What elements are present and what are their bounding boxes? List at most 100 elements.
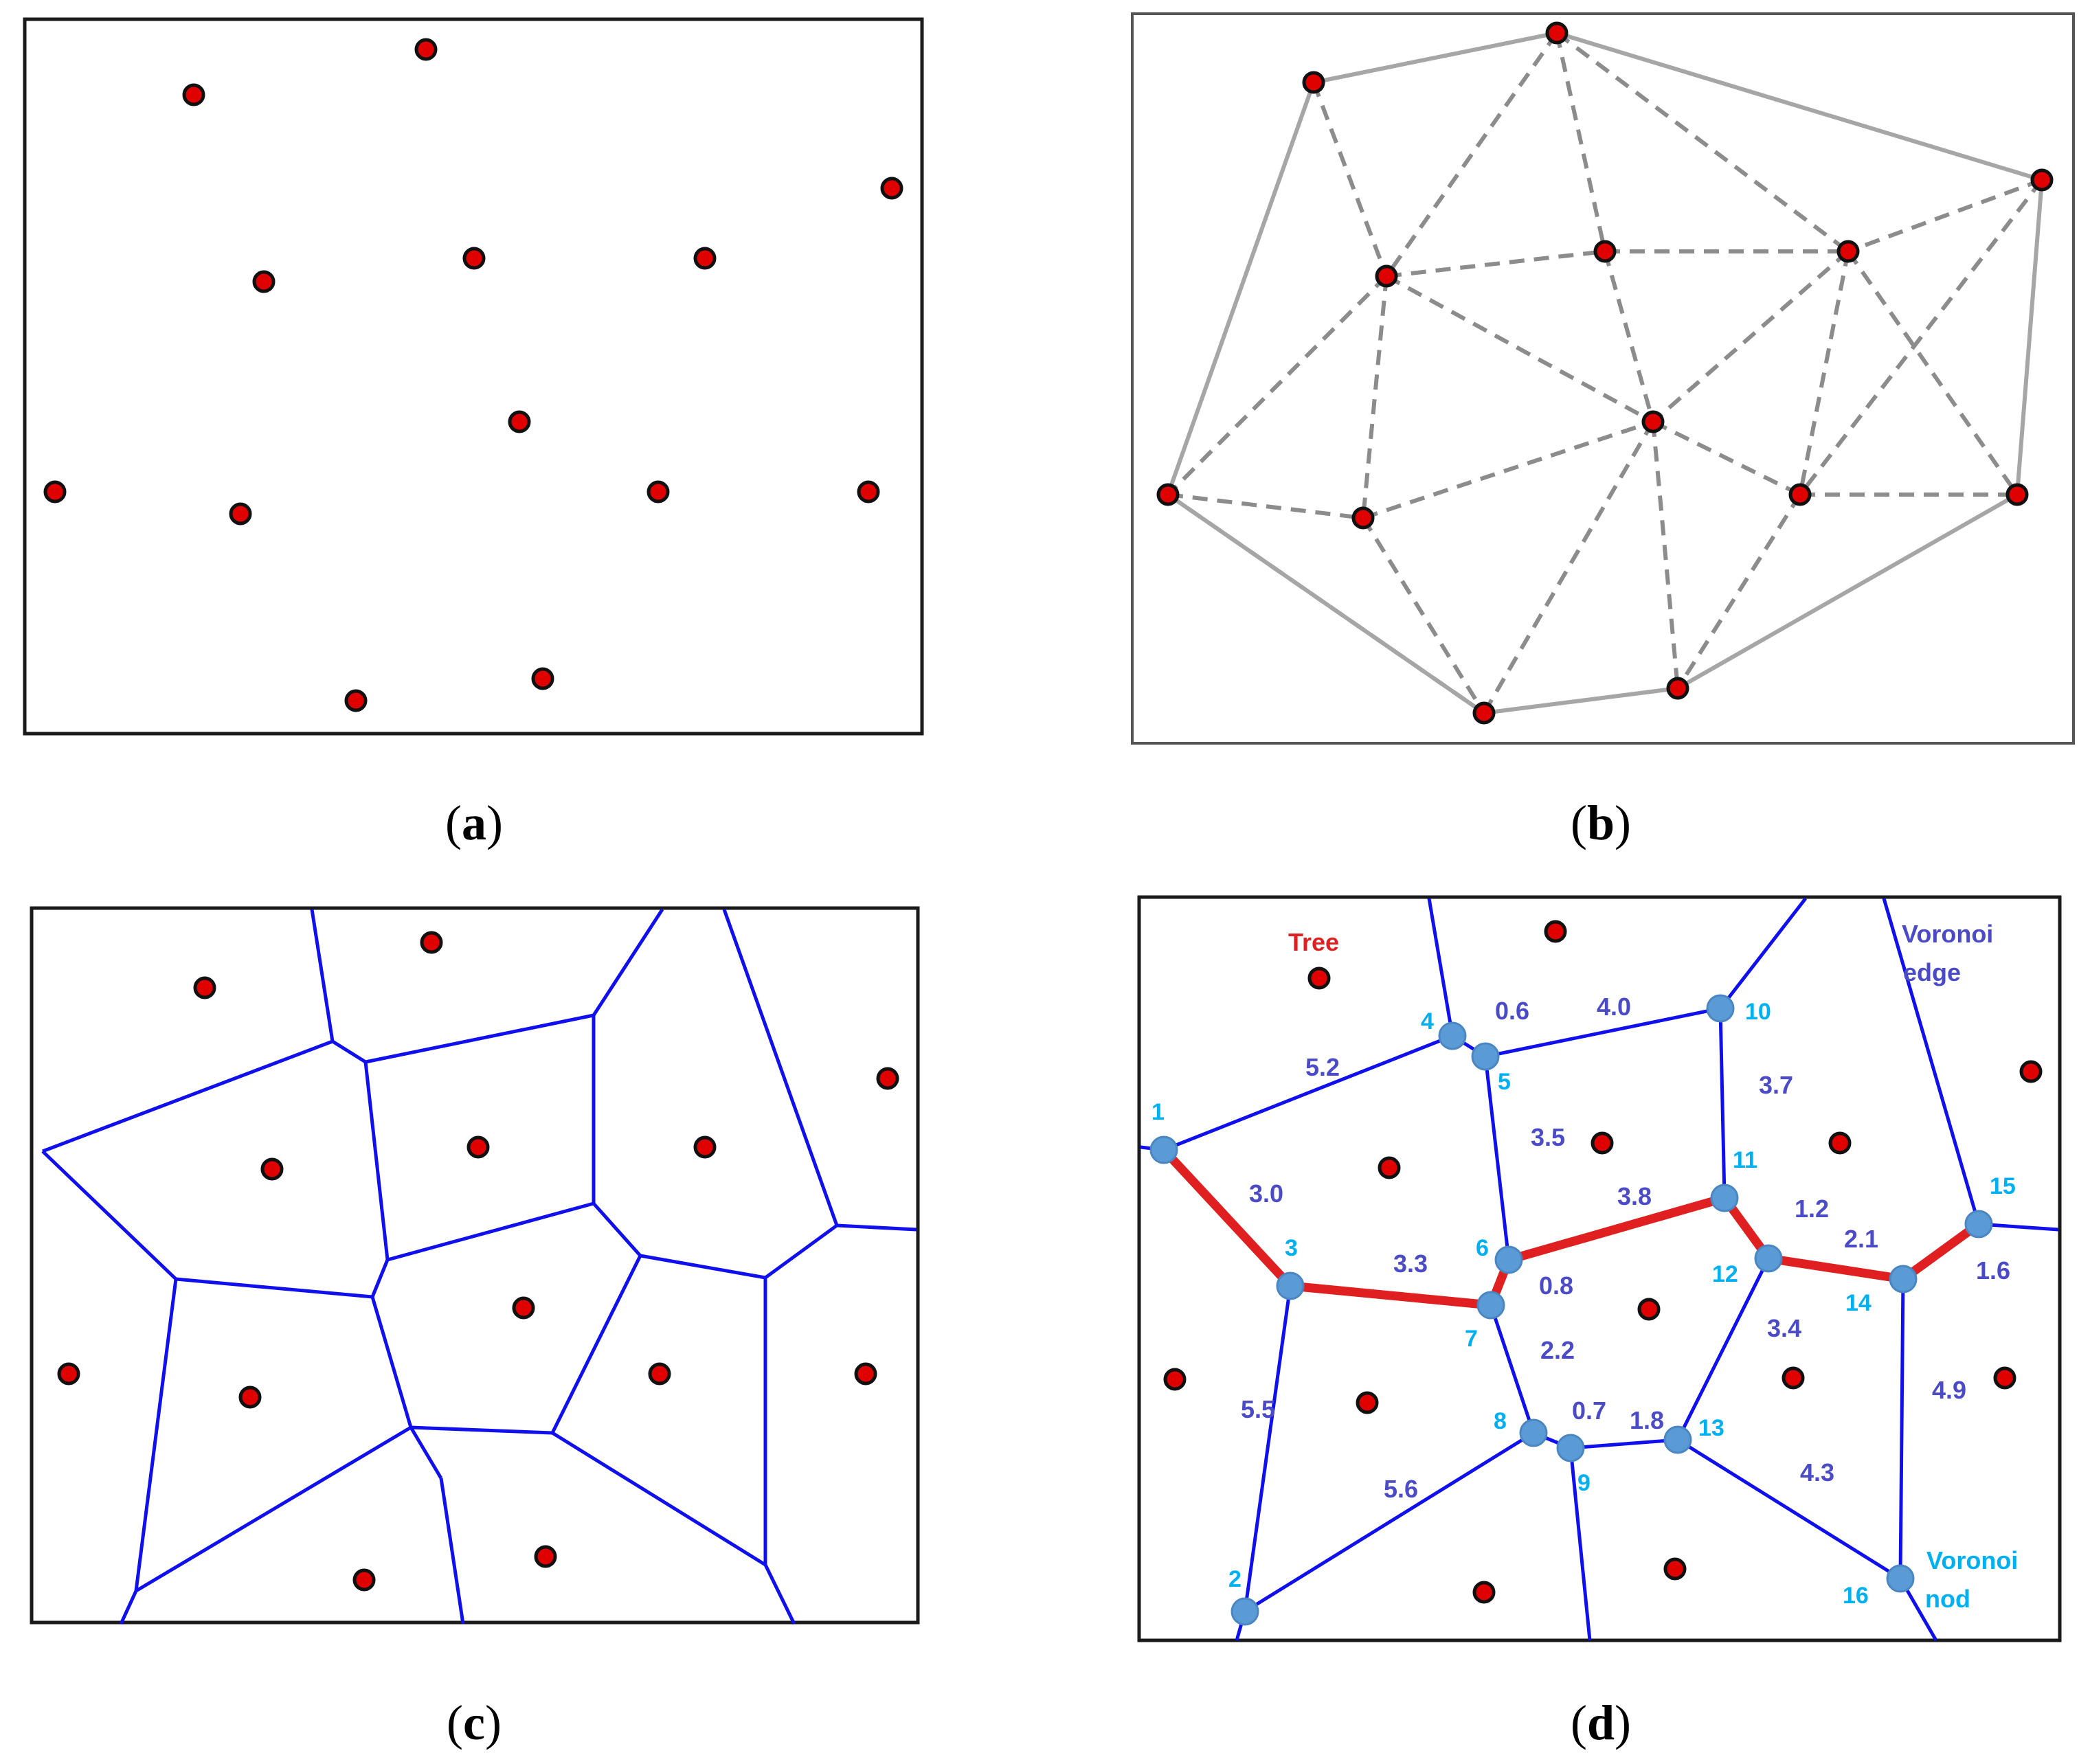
voronoi-edge-17	[175, 1277, 373, 1299]
node-label-9: 9	[1577, 1470, 1591, 1496]
panel-a-site-4	[462, 247, 486, 270]
panel-c-voronoi-edges	[41, 908, 917, 1625]
voronoi-node-9	[1556, 1434, 1585, 1462]
panel-d-site-8	[1163, 1368, 1187, 1391]
delaunay-edge-FG	[1652, 249, 1850, 424]
weight-label-10-11: 3.7	[1759, 1071, 1793, 1099]
panel-a-points	[23, 17, 924, 736]
panel-b-site-2	[1302, 71, 1325, 94]
panel-d-site-10	[1782, 1366, 1805, 1390]
boundary-edge-1	[1427, 898, 1454, 1037]
panel-c-site-8	[57, 1362, 80, 1386]
node-label-3: 3	[1285, 1235, 1298, 1261]
legend-voronoi-node-line1: Voronoi	[1926, 1546, 2018, 1574]
panel-d-site-13	[1663, 1557, 1687, 1581]
panel-b-site-1	[1545, 21, 1569, 45]
panel-b-site-6	[1836, 240, 1860, 263]
tree-edge-6-11	[1504, 1193, 1729, 1265]
panel-b-site-9	[1351, 506, 1375, 530]
panel-a-site-7	[508, 410, 531, 433]
weight-label-9-13: 1.8	[1630, 1406, 1664, 1434]
voronoi-edge-20	[410, 1425, 553, 1435]
panel-c-sites	[57, 931, 899, 1592]
hull-edge-CK	[2015, 179, 2044, 495]
graph-edge-10-11	[1718, 1008, 1727, 1199]
panel-a-site-8	[43, 480, 67, 504]
panel-a-site-12	[531, 667, 554, 690]
voronoi-edge-3	[42, 1039, 333, 1153]
node-label-4: 4	[1421, 1008, 1434, 1034]
voronoi-edge-2	[331, 1039, 367, 1064]
caption-d: (d)	[1571, 1695, 1631, 1750]
panel-b-site-12	[1472, 701, 1496, 725]
weight-label-4-5: 0.6	[1495, 997, 1529, 1025]
panel-a-sites	[43, 38, 903, 712]
panel-c-site-5	[467, 1135, 490, 1159]
voronoi-node-14	[1889, 1265, 1918, 1293]
delaunay-edge-IL	[1361, 517, 1486, 714]
weight-label-5-10: 4.0	[1597, 993, 1631, 1021]
node-label-7: 7	[1465, 1326, 1478, 1352]
node-label-2: 2	[1228, 1566, 1241, 1592]
node-label-8: 8	[1494, 1408, 1507, 1434]
delaunay-edge-CJ	[1798, 179, 2044, 496]
weight-label-3-2: 5.5	[1241, 1395, 1275, 1423]
voronoi-node-7	[1476, 1291, 1505, 1320]
voronoi-node-13	[1663, 1425, 1692, 1454]
weight-label-12-13: 3.4	[1767, 1314, 1801, 1342]
panel-c-site-6	[693, 1135, 717, 1159]
hull-edge-AC	[1556, 31, 2043, 182]
panel-c-site-3	[876, 1067, 899, 1090]
weight-label-12-14: 2.1	[1844, 1225, 1878, 1253]
delaunay-edge-DE	[1386, 249, 1606, 278]
delaunay-edge-GL	[1482, 420, 1655, 714]
delaunay-edge-GJ	[1652, 420, 1801, 497]
tree-edge-3-7	[1285, 1281, 1496, 1310]
panel-d-site-1	[1307, 966, 1331, 990]
delaunay-edge-DG	[1385, 274, 1654, 424]
panel-c-site-9	[238, 1386, 262, 1409]
panel-c-site-13	[352, 1568, 376, 1592]
panel-b-site-10	[1788, 483, 1812, 506]
boundary-edge-2	[1719, 897, 1807, 1010]
panel-b-site-3	[2030, 168, 2054, 192]
panel-b-site-8	[1156, 483, 1180, 506]
graph-edge-12-13	[1676, 1257, 1771, 1441]
voronoi-node-10	[1706, 994, 1735, 1023]
hull-edge-HB	[1166, 82, 1316, 495]
graph-edge-5-6	[1483, 1056, 1511, 1260]
panel-c-site-2	[193, 976, 216, 999]
voronoi-edge-18	[134, 1278, 178, 1592]
panel-d-site-6	[1828, 1131, 1852, 1155]
caption-c: (c)	[447, 1695, 502, 1750]
panel-b-site-7	[1641, 410, 1665, 433]
node-label-12: 12	[1712, 1261, 1738, 1287]
delaunay-edge-CF	[1847, 178, 2043, 253]
voronoi-node-3	[1276, 1271, 1305, 1300]
legend-tree-label: Tree	[1288, 928, 1339, 956]
hull-edge-LH	[1167, 493, 1485, 715]
voronoi-edge-15	[550, 1254, 642, 1434]
panel-c-site-11	[854, 1362, 877, 1386]
voronoi-node-15	[1964, 1210, 1993, 1239]
panel-c-site-10	[648, 1362, 671, 1386]
weight-label-13-16: 4.3	[1800, 1458, 1834, 1486]
panel-d-site-2	[1544, 920, 1567, 943]
panel-b-frame	[1131, 12, 2075, 745]
panel-a-frame	[23, 17, 924, 736]
panel-d-site-3	[2019, 1060, 2043, 1083]
graph-edge-3-2	[1243, 1285, 1292, 1612]
panel-c-site-12	[534, 1545, 557, 1568]
node-label-16: 16	[1843, 1583, 1869, 1609]
node-label-1: 1	[1151, 1099, 1165, 1125]
delaunay-edge-DI	[1361, 275, 1389, 519]
voronoi-edge-11	[764, 1223, 838, 1280]
panel-d-site-11	[1993, 1366, 2016, 1390]
panel-b-site-11	[2005, 483, 2029, 506]
delaunay-edge-GM	[1651, 421, 1680, 689]
graph-edge-9-13	[1570, 1438, 1678, 1450]
node-label-13: 13	[1698, 1415, 1724, 1441]
caption-b: (b)	[1571, 795, 1631, 850]
